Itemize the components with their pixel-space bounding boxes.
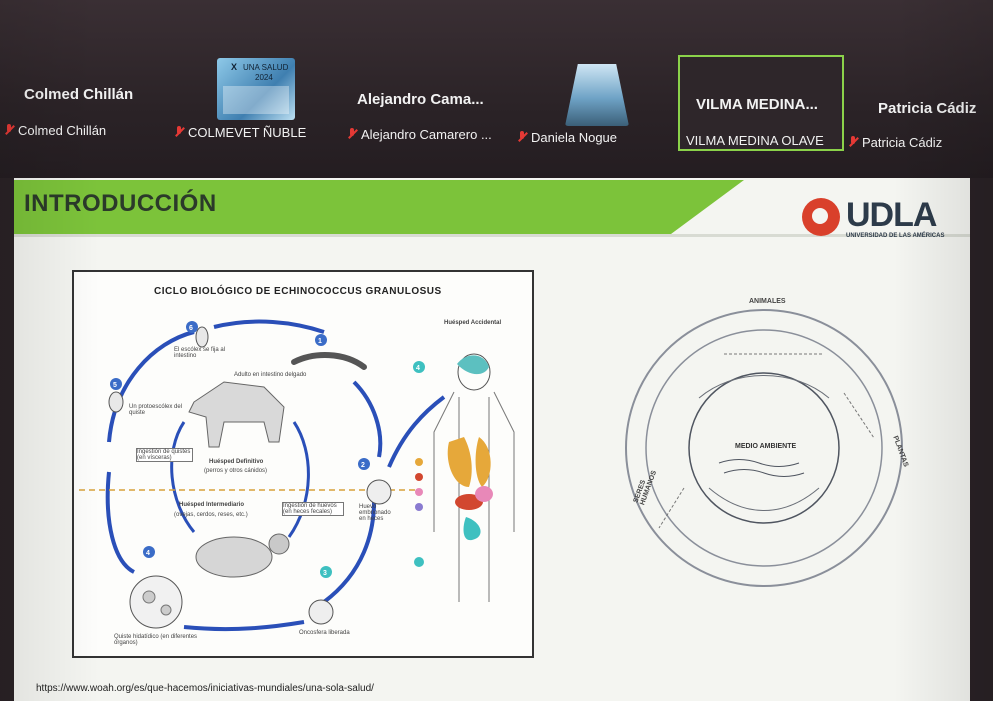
- meeting-participant-strip: Colmed Chillán Colmed Chillán X UNA SALU…: [0, 0, 993, 178]
- participant-tile-colmed[interactable]: Colmed Chillán: [24, 86, 133, 103]
- venn-center-label: MEDIO AMBIENTE: [735, 443, 797, 450]
- mic-muted-icon: [848, 136, 858, 149]
- mic-muted-icon: [347, 128, 357, 141]
- slide-title: INTRODUCCIÓN: [24, 190, 217, 217]
- header-accent-bar: [14, 180, 744, 234]
- label-huesped-intermediario: Huésped Intermediario: [179, 502, 245, 508]
- participant-name: VILMA MEDINA OLAVE: [686, 133, 824, 148]
- label-ingestion-quistes: Ingestión de quistes (en vísceras): [136, 448, 193, 462]
- svg-text:4: 4: [146, 550, 150, 557]
- udla-logo: UDLA UNIVERSIDAD DE LAS AMÉRICAS: [802, 196, 952, 244]
- participant-name: Patricia Cádiz: [862, 135, 943, 150]
- label-protoescolex: Un protoescólex del quiste: [129, 404, 183, 416]
- mic-muted-icon: [4, 124, 14, 137]
- participant-avatar-colmevet[interactable]: X UNA SALUD 2024: [217, 58, 295, 120]
- participant-label-colmed: Colmed Chillán: [4, 123, 106, 138]
- label-huesped-definitivo-sub: (perros y otros cánidos): [204, 468, 268, 474]
- active-speaker-tile[interactable]: VILMA MEDINA... VILMA MEDINA OLAVE: [678, 55, 844, 151]
- participant-display-name: Alejandro Cama...: [357, 91, 484, 108]
- udla-logo-subtitle: UNIVERSIDAD DE LAS AMÉRICAS: [846, 233, 945, 239]
- label-huevo: Huevo embrionado en heces: [359, 504, 391, 522]
- svg-text:3: 3: [323, 570, 327, 577]
- mic-muted-icon: [517, 131, 527, 144]
- label-ingestion-huevos: Ingestión de huevos (en heces fecales): [282, 502, 344, 516]
- participant-avatar-daniela[interactable]: [565, 64, 629, 126]
- label-huesped-intermediario-sub: (ovejas, cerdos, reses, etc.): [174, 512, 248, 518]
- label-oncosfera: Oncosfera liberada: [299, 630, 350, 636]
- participant-tile-alejandro[interactable]: Alejandro Cama...: [357, 91, 484, 108]
- participant-name: COLMEVET ÑUBLE: [188, 125, 307, 140]
- participant-label-vilma: VILMA MEDINA OLAVE: [686, 133, 824, 148]
- shared-slide: INTRODUCCIÓN UDLA UNIVERSIDAD DE LAS AMÉ…: [14, 178, 970, 701]
- label-adulto: Adulto en intestino delgado: [234, 372, 307, 378]
- svg-text:2: 2: [361, 462, 365, 469]
- venn-animales-label: ANIMALES: [749, 298, 786, 305]
- life-cycle-illustration: 6 1 5 2 3 4 4: [79, 319, 515, 632]
- participant-label-alejandro: Alejandro Camarero ...: [347, 127, 492, 142]
- label-quiste: Quiste hidatídico (en diferentes órganos…: [114, 634, 198, 646]
- svg-text:4: 4: [416, 365, 420, 372]
- svg-text:UNA SALUD: UNA SALUD: [243, 63, 289, 72]
- participant-name: Colmed Chillán: [18, 123, 107, 138]
- participant-label-daniela: Daniela Nogue: [517, 130, 617, 145]
- participant-name: Alejandro Camarero ...: [361, 127, 492, 142]
- source-url: https://www.woah.org/es/que-hacemos/inic…: [36, 683, 374, 694]
- echinococcus-life-cycle-diagram: CICLO BIOLÓGICO DE ECHINOCOCCUS GRANULOS…: [72, 270, 534, 658]
- one-health-diagram: MEDIO AMBIENTE ANIMALES PLANTAS SERES HU…: [614, 298, 914, 598]
- mic-muted-icon: [174, 126, 184, 139]
- label-huesped-definitivo: Huésped Definitivo: [209, 459, 264, 465]
- svg-text:6: 6: [189, 325, 193, 332]
- label-huesped-accidental: Huésped Accidental: [444, 320, 502, 326]
- participant-tile-vilma: VILMA MEDINA...: [696, 96, 818, 113]
- participant-display-name: Colmed Chillán: [24, 86, 134, 103]
- udla-logo-text: UDLA: [846, 196, 937, 234]
- participant-label-patricia: Patricia Cádiz: [848, 135, 942, 150]
- header-divider: [14, 234, 970, 237]
- svg-text:2024: 2024: [255, 73, 273, 82]
- svg-text:1: 1: [318, 338, 322, 345]
- label-escolex: El escólex se fija al intestino: [174, 347, 226, 359]
- one-health-rings: [625, 309, 903, 587]
- diagram-title: CICLO BIOLÓGICO DE ECHINOCOCCUS GRANULOS…: [154, 286, 442, 297]
- udla-logo-mark-icon: [802, 198, 840, 236]
- participant-label-colmevet: COLMEVET ÑUBLE: [174, 125, 306, 140]
- participant-tile-patricia[interactable]: Patricia Cádiz: [878, 100, 976, 117]
- participant-display-name: VILMA MEDINA...: [696, 96, 818, 113]
- svg-text:X: X: [231, 62, 237, 72]
- svg-text:5: 5: [113, 382, 117, 389]
- participant-name: Daniela Nogue: [531, 130, 618, 145]
- participant-display-name: Patricia Cádiz: [878, 100, 977, 117]
- logo-image-icon: X UNA SALUD 2024: [223, 62, 289, 114]
- slide-header: INTRODUCCIÓN: [14, 178, 970, 237]
